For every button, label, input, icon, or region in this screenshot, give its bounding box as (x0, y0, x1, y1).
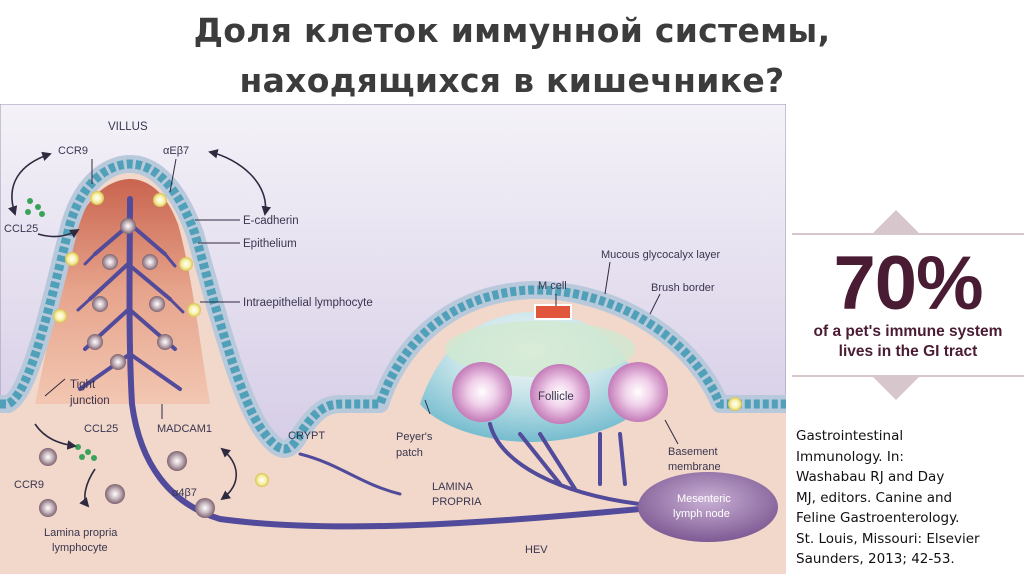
label-lamina-propria-lymphocyte-line-2: lymphocyte (52, 542, 108, 554)
label-ccr9-bottom: CCR9 (14, 479, 44, 491)
lamina-propria-lymphocytes (39, 448, 215, 518)
label-intraepithelial-lymphocyte: Intraepithelial lymphocyte (243, 297, 373, 309)
subepithelial-dome (445, 321, 635, 377)
label-villus: VILLUS (108, 121, 148, 133)
callout-arrows (792, 210, 1024, 400)
label-ccl25-top: CCL25 (4, 223, 38, 235)
label-lamina-propria-line-1: LAMINA (432, 481, 474, 493)
vessel-tree (76, 196, 643, 530)
citation-line: MJ, editors. Canine and (796, 489, 953, 506)
label-brush-border: Brush border (651, 282, 715, 294)
label-hev: HEV (525, 544, 548, 556)
label-e-cadherin: E-cadherin (243, 215, 299, 227)
gut-immunology-diagram: VILLUS CCR9 αEβ7 CCL25 E-cadherin Epithe… (0, 104, 786, 574)
citation-line: Feline Gastroenterology. (796, 510, 960, 526)
label-madcam1: MADCAM1 (157, 423, 212, 435)
citation-line: Gastrointestinal (796, 428, 904, 444)
label-ccl25-bottom: CCL25 (84, 423, 118, 435)
label-lamina-propria-line-2: PROPRIA (432, 496, 482, 508)
label-basement-membrane-line-2: membrane (668, 461, 721, 473)
down-triangle-icon (872, 376, 920, 400)
label-alpha4-beta7: α4β7 (172, 487, 197, 499)
label-epithelium: Epithelium (243, 238, 297, 250)
citation-line: Washabau RJ and Day (796, 469, 945, 485)
stat-caption-line-2: lives in the GI tract (838, 343, 978, 360)
label-mesenteric-line-1: Mesenteric (677, 493, 731, 505)
migration-arrows (8, 149, 271, 508)
diagram-svg: VILLUS CCR9 αEβ7 CCL25 E-cadherin Epithe… (0, 104, 786, 574)
mesenteric-lymph-node (638, 472, 778, 542)
label-peyers-patch-line-1: Peyer's (396, 431, 433, 443)
citation-line: Saunders, 2013; 42-53. (796, 551, 955, 567)
label-follicle: Follicle (538, 391, 574, 403)
epithelium-layer (0, 159, 786, 454)
label-lamina-propria-lymphocyte-line-1: Lamina propria (44, 527, 118, 539)
citation-line: Immunology. In: (796, 448, 904, 465)
follicle-right (608, 362, 668, 422)
m-cell (534, 304, 572, 320)
follicle-left (452, 362, 512, 422)
stat-caption-line-1: of a pet's immune system (813, 323, 1003, 340)
label-ccr9-top: CCR9 (58, 145, 88, 157)
intraepithelial-lymphocytes (53, 191, 742, 487)
label-alpha-e-beta7: αEβ7 (163, 145, 189, 157)
stat-value: 70% (833, 241, 983, 326)
label-peyers-patch-line-2: patch (396, 447, 423, 459)
label-mesenteric-line-2: lymph node (673, 508, 730, 520)
slide-title-line-1: Доля клеток иммунной системы, (193, 11, 831, 50)
label-tight-junction-line-1: Tight (70, 379, 96, 391)
label-mucous-glycocalyx: Mucous glycocalyx layer (601, 249, 721, 261)
stat-caption: of a pet's immune system lives in the GI… (792, 322, 1024, 362)
label-tight-junction-line-2: junction (69, 395, 110, 407)
up-triangle-icon (872, 210, 920, 234)
villus-lymphocytes (87, 218, 173, 370)
citation-line: St. Louis, Missouri: Elsevier (796, 530, 980, 547)
statistic-callout: 70% of a pet's immune system lives in th… (792, 210, 1024, 400)
label-m-cell: M cell (538, 280, 567, 292)
slide-title-line-2: находящихся в кишечнике? (239, 61, 785, 100)
label-basement-membrane-line-1: Basement (668, 446, 718, 458)
slide-title: Доля клеток иммунной системы, находящихс… (0, 6, 1024, 106)
label-leader-lines (44, 158, 679, 445)
follicle-center (530, 364, 590, 424)
label-crypt: CRYPT (288, 430, 325, 442)
citation: Gastrointestinal Immunology. In: Washaba… (796, 426, 1022, 570)
